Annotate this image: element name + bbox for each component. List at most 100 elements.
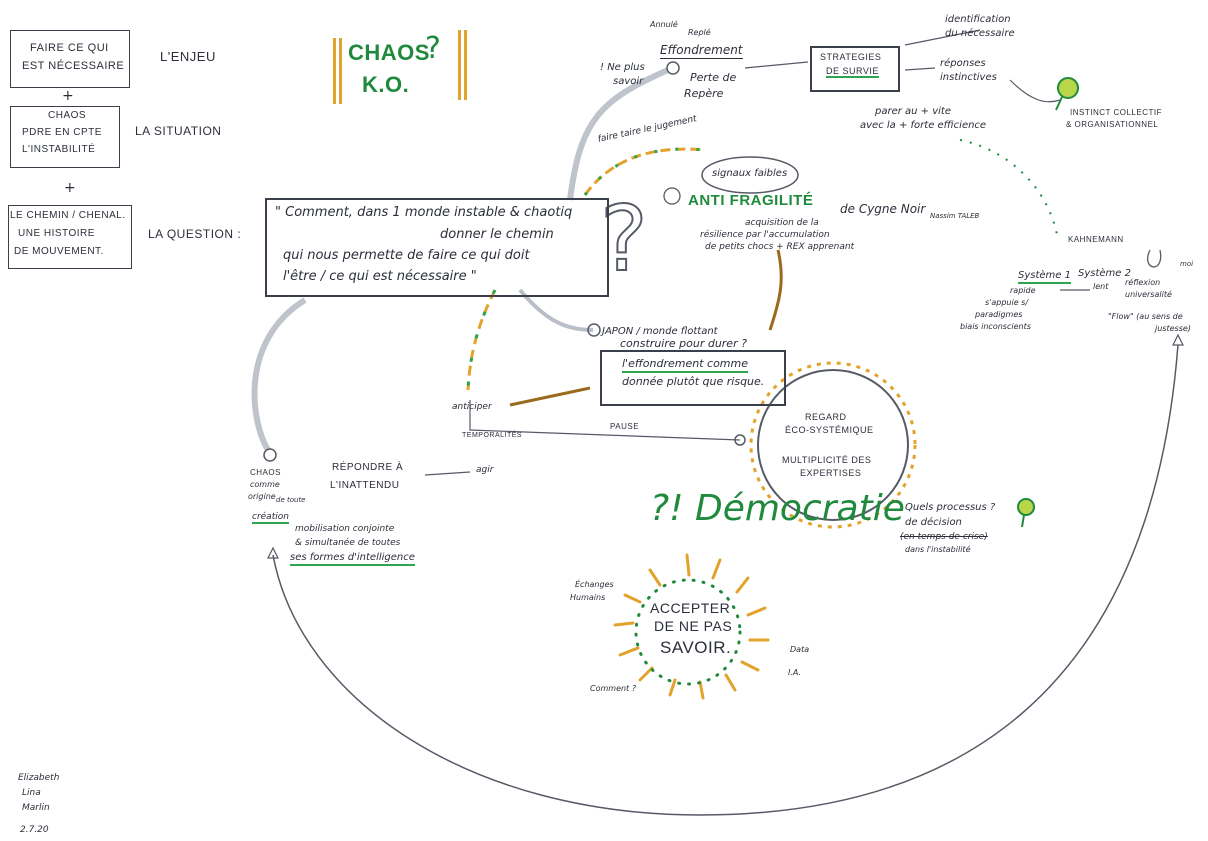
ne-plus-savoir-1: ! Ne plus	[600, 62, 645, 73]
chemin-line1: LE CHEMIN / CHENAL.	[10, 210, 126, 221]
instinct-2: & ORGANISATIONNEL	[1066, 120, 1159, 129]
situation-line1: CHAOS	[48, 110, 87, 121]
mobilisation-1: mobilisation conjointe	[295, 524, 395, 534]
processus-1: Quels processus ?	[905, 502, 996, 513]
situation-label: LA SITUATION	[135, 124, 222, 138]
ia-label: I.A.	[788, 668, 802, 677]
strategies-box	[810, 46, 900, 92]
chaos-origine-1: CHAOS	[250, 468, 281, 477]
signature-3: Marlin	[22, 803, 50, 813]
parer-2: avec la + forte efficience	[860, 120, 987, 131]
processus-3: (en temps de crise)	[900, 532, 988, 542]
flow-1: "Flow" (au sens de	[1108, 312, 1183, 321]
accepter-2: DE NE PAS	[654, 618, 733, 634]
democratie-title: ?! Démocratie	[650, 488, 905, 529]
signature-2: Lina	[22, 788, 41, 798]
processus-2: de décision	[905, 517, 962, 528]
signature-date: 2.7.20	[20, 825, 49, 835]
systeme-1: Système 1	[1018, 270, 1071, 284]
chaos-origine-5: création	[252, 512, 289, 525]
anticiper-label: anticiper	[452, 402, 492, 412]
comment-label: Comment ?	[590, 684, 636, 693]
question-box	[265, 198, 609, 297]
donnee-label: donnée plutôt que risque.	[622, 375, 765, 388]
acquisition-1: acquisition de la	[745, 218, 819, 228]
mobilisation-2: & simultanée de toutes	[295, 538, 401, 548]
echanges-1: Échanges	[575, 580, 614, 589]
chemin-line3: DE MOUVEMENT.	[14, 246, 104, 257]
question-line3: qui nous permette de faire ce qui doit	[283, 248, 530, 263]
instinct-1: INSTINCT COLLECTIF	[1070, 108, 1162, 117]
regard-2: ÉCO-SYSTÉMIQUE	[785, 425, 874, 435]
rapide-1: rapide	[1010, 286, 1036, 295]
agir-label: agir	[476, 465, 494, 475]
plus-2: +	[64, 180, 76, 196]
kahneman: KAHNEMANN	[1068, 235, 1124, 244]
strategies-line2: DE SURVIE	[826, 66, 879, 79]
enjeu-line2: EST NÉCESSAIRE	[22, 60, 125, 72]
situation-box	[10, 106, 120, 168]
perte-1: Perte de	[690, 71, 737, 84]
rapide-4: biais inconscients	[960, 322, 1031, 331]
temporalites-label: TEMPORALITÉS	[462, 432, 523, 439]
question-line2: donner le chemin	[440, 227, 554, 242]
acquisition-2: résilience par l'accumulation	[700, 230, 830, 240]
identification-1: identification	[945, 14, 1011, 25]
plus-1: +	[62, 88, 74, 104]
effondrement-box	[600, 350, 786, 406]
perte-2: Repère	[684, 87, 724, 100]
japon-label: JAPON / monde flottant	[602, 326, 718, 337]
enjeu-line1: FAIRE CE QUI	[30, 42, 109, 54]
signaux-label: signaux faibles	[712, 168, 788, 179]
rapide-2: s'appuie s/	[985, 298, 1029, 307]
chemin-line2: UNE HISTOIRE	[18, 228, 95, 239]
chaos-origine-4: de toute	[276, 496, 306, 504]
title-chaos: CHAOS	[348, 40, 430, 65]
mobilisation-3: ses formes d'intelligence	[290, 552, 415, 566]
construire-label: construire pour durer ?	[620, 337, 747, 350]
identification-2: du nécessaire	[945, 28, 1015, 39]
systeme-2: Système 2	[1078, 268, 1131, 279]
moi-note: moi	[1180, 260, 1194, 268]
pause-label: PAUSE	[610, 422, 640, 431]
rapide-3: paradigmes	[975, 310, 1023, 319]
effondrement-label: Effondrement	[660, 43, 743, 59]
accepter-1: ACCEPTER	[650, 600, 731, 616]
enjeu-label: L'ENJEU	[160, 49, 216, 64]
anti-fragilite: ANTI FRAGILITÉ	[688, 192, 814, 209]
reple-note: Replé	[688, 28, 711, 37]
processus-4: dans l'instabilité	[905, 545, 971, 554]
data-label: Data	[790, 645, 810, 654]
strategies-line1: STRATEGIES	[820, 52, 882, 62]
reponses-1: réponses	[940, 58, 986, 69]
chaos-origine-3: origine	[248, 492, 276, 501]
enjeu-box	[10, 30, 130, 88]
question-line4: l'être / ce qui est nécessaire "	[283, 269, 477, 284]
situation-line3: L'INSTABILITÉ	[22, 144, 96, 155]
reflexion-2: universalité	[1125, 290, 1172, 299]
annule-note: Annulé	[650, 20, 678, 29]
ne-plus-savoir-2: savoir	[613, 76, 644, 87]
flow-2: justesse)	[1155, 324, 1191, 333]
acquisition-3: de petits chocs + REX apprenant	[705, 242, 855, 252]
situation-line2: PDRE EN CPTE	[22, 127, 102, 138]
taleb: Nassim TALEB	[930, 212, 980, 220]
reponses-2: instinctives	[940, 72, 997, 83]
reflexion-1: réflexion	[1125, 278, 1161, 287]
effondrement-comme: l'effondrement comme	[622, 357, 749, 373]
parer-1: parer au + vite	[875, 106, 952, 117]
multiplicite-2: EXPERTISES	[800, 468, 862, 478]
regard-1: REGARD	[805, 412, 847, 422]
title-ko: K.O.	[362, 72, 410, 97]
echanges-2: Humains	[570, 593, 606, 602]
chaos-origine-2: comme	[250, 480, 280, 489]
chemin-box	[8, 205, 132, 269]
title-question-mark: ?	[425, 31, 441, 66]
cygne-noir: de Cygne Noir	[840, 202, 926, 216]
lent: lent	[1093, 282, 1109, 291]
repondre-2: L'INATTENDU	[330, 480, 400, 491]
signature-1: Elizabeth	[18, 773, 60, 783]
question-line1: " Comment, dans 1 monde instable & chaot…	[275, 205, 573, 220]
question-label: LA QUESTION :	[148, 227, 242, 241]
